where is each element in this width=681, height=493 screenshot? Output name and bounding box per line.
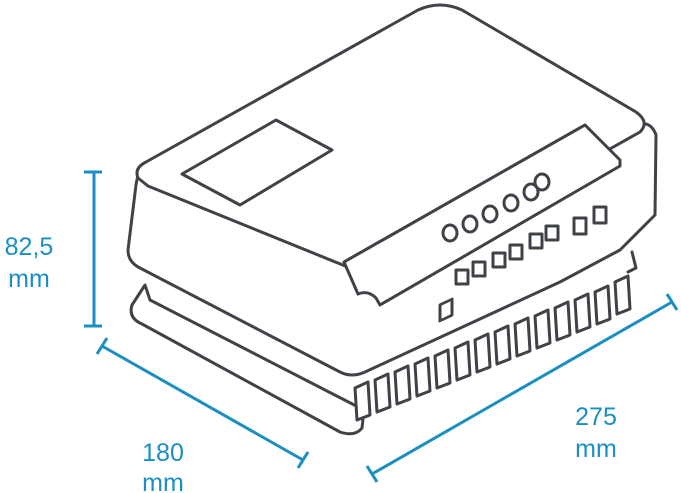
indicator-button [502, 193, 520, 213]
terminal [454, 268, 470, 286]
depth-value: 180 [142, 439, 184, 467]
height-value: 82,5 [5, 233, 54, 261]
width-value: 275 [575, 403, 617, 431]
height-unit: mm [8, 265, 50, 293]
indicator-button [461, 214, 479, 234]
depth-unit: mm [142, 469, 184, 493]
height-dimension [84, 170, 102, 328]
indicator-buttons [441, 172, 551, 243]
terminal [592, 205, 608, 225]
terminal [471, 260, 487, 278]
terminal [544, 224, 560, 242]
base-plate [129, 283, 366, 436]
housing-top [135, 3, 646, 274]
terminal [528, 232, 544, 250]
width-unit: mm [575, 435, 617, 463]
width-dimension [365, 293, 679, 483]
terminal-blocks [438, 205, 608, 323]
display-window [180, 118, 334, 207]
terminal [572, 216, 588, 236]
indicator-button [522, 182, 540, 202]
indicator-button [441, 223, 459, 243]
terminal [438, 297, 454, 323]
depth-dimension [95, 337, 310, 469]
indicator-button [481, 204, 499, 224]
terminal [508, 243, 524, 261]
terminal [491, 251, 507, 269]
heat-sink-fins [353, 250, 638, 422]
indicator-button [533, 172, 551, 192]
